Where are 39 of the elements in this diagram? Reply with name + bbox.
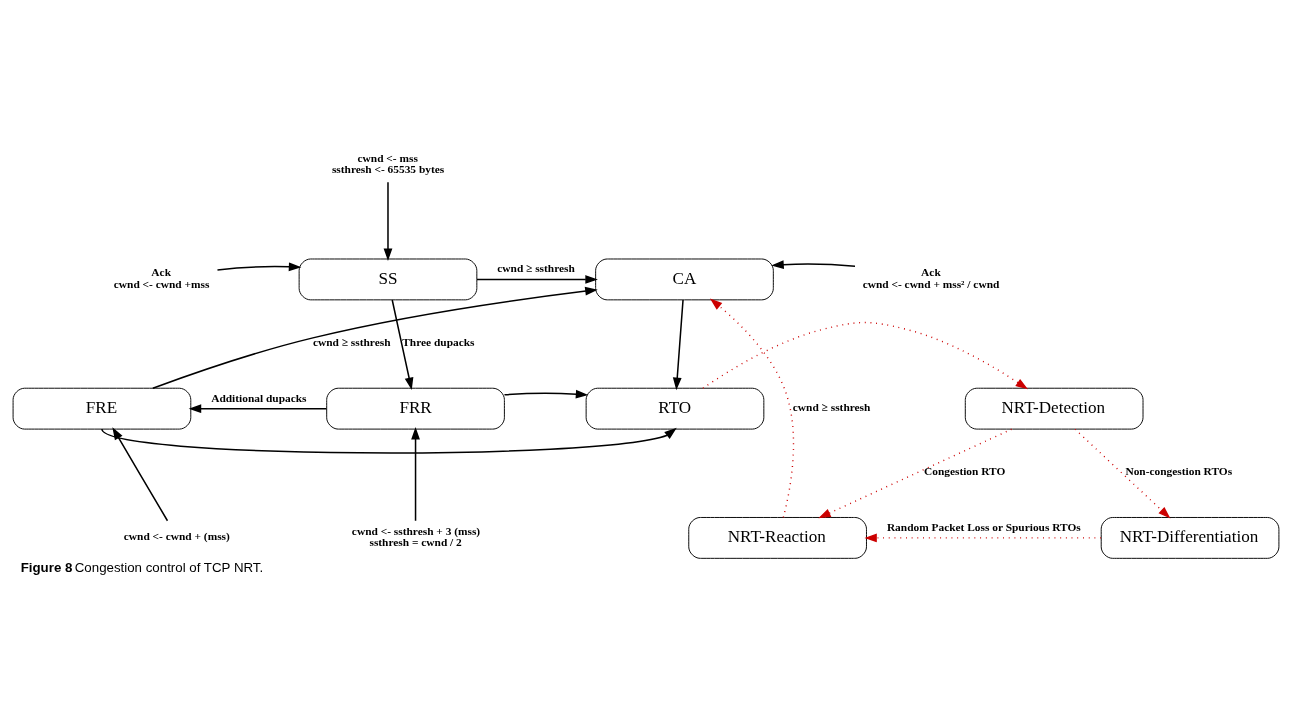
- node-text: cwnd <- ssthresh + 3 (mss) ssthresh = cwnd / 2: [351, 524, 481, 548]
- edge-label: Non-congestion RTOs: [1125, 464, 1233, 477]
- node-text: cwnd <- mss ssthresh <- 65535 bytes: [331, 151, 445, 175]
- arrow: [864, 533, 1102, 542]
- arrow: [188, 403, 328, 413]
- node-box: CA: [595, 258, 774, 300]
- arrow: [709, 298, 795, 518]
- arrow: [702, 321, 1028, 389]
- arrow: [383, 180, 393, 261]
- arrow: [503, 389, 589, 399]
- arrow: [1074, 428, 1171, 519]
- node-text: cwnd <- cwnd + (mss): [123, 529, 230, 542]
- arrow: [391, 298, 414, 390]
- arrow: [101, 427, 677, 454]
- arrow: [672, 298, 684, 390]
- arrow: [216, 261, 302, 271]
- node-box: FRR: [326, 387, 505, 430]
- arrow: [476, 274, 598, 284]
- edge-label: Additional dupacks: [211, 391, 307, 404]
- node-box: NRT-Reaction: [688, 516, 867, 559]
- edge-label: Random Packet Loss or Spurious RTOs: [886, 520, 1081, 533]
- edge-label: cwnd ≥ ssthresh: [497, 261, 575, 274]
- node-box: RTO: [585, 387, 765, 430]
- node-text: Ack cwnd <- cwnd +mss: [113, 265, 210, 290]
- edge-label: Three dupacks: [402, 335, 475, 348]
- node-box: FRE: [12, 387, 192, 430]
- caption: Figure 8 Congestion control of TCP NRT.: [20, 559, 264, 575]
- node-box: SS: [298, 258, 478, 300]
- edge-label: cwnd ≥ ssthresh: [792, 400, 871, 413]
- arrow: [152, 286, 598, 389]
- node-box: NRT-Detection: [964, 387, 1144, 430]
- edge-label: Congestion RTO: [923, 464, 1006, 477]
- node-text: Ack cwnd <- cwnd + mss² / cwnd: [862, 265, 1000, 290]
- arrow: [771, 259, 856, 269]
- arrow: [411, 426, 420, 521]
- node-box: NRT-Differentiation: [1100, 516, 1280, 559]
- arrow: [818, 428, 1013, 518]
- edge-label: cwnd ≥ ssthresh: [312, 335, 391, 348]
- arrow: [112, 426, 169, 521]
